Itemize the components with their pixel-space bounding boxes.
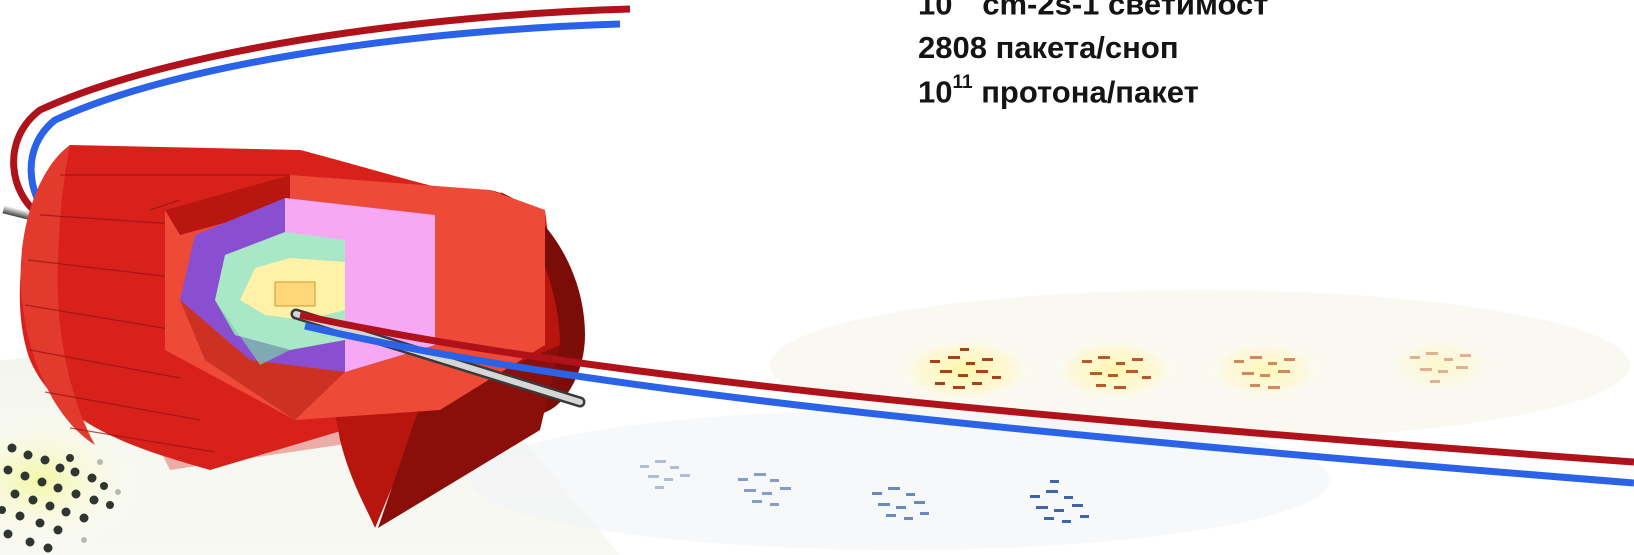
proton-bunches-upper	[895, 337, 1495, 403]
protons-base: 10	[918, 74, 953, 110]
beam-pipe-stub-left	[2, 205, 34, 221]
proton-bunch-cloud	[872, 487, 929, 520]
luminosity-text: cm-2s-1 светимост	[973, 0, 1269, 22]
proton-bunch-cloud	[640, 460, 690, 489]
proton-bunch-cloud	[738, 473, 791, 506]
incoming-beam-upper	[10, 5, 631, 221]
proton-bunches-lower	[640, 460, 1089, 523]
protons-text: протона/пакет	[972, 74, 1199, 110]
luminosity-line: 1034 cm-2s-1 светимост	[918, 0, 1268, 29]
proton-bunch-cloud	[1385, 337, 1495, 393]
proton-bunch-cloud	[1050, 338, 1180, 402]
protons-exponent: 11	[952, 72, 973, 93]
proton-bunch-cloud	[1030, 480, 1089, 523]
detector-cylinder	[19, 145, 585, 528]
proton-bunch-cloud	[1205, 340, 1325, 400]
luminosity-base: 10	[918, 0, 953, 22]
beam-pipe-right	[290, 308, 586, 408]
bunches-text: 2808 пакета/сноп	[918, 30, 1179, 65]
outgoing-beams	[299, 311, 1634, 487]
beam-parameters: 1034 cm-2s-1 светимост 2808 пакета/сноп …	[918, 0, 1268, 120]
luminosity-exponent: 34	[952, 0, 973, 5]
bunches-line: 2808 пакета/сноп	[918, 32, 1268, 73]
protons-line: 1011 протона/пакет	[918, 73, 1268, 117]
collision-particles	[0, 405, 150, 555]
proton-bunch-cloud	[895, 337, 1035, 403]
